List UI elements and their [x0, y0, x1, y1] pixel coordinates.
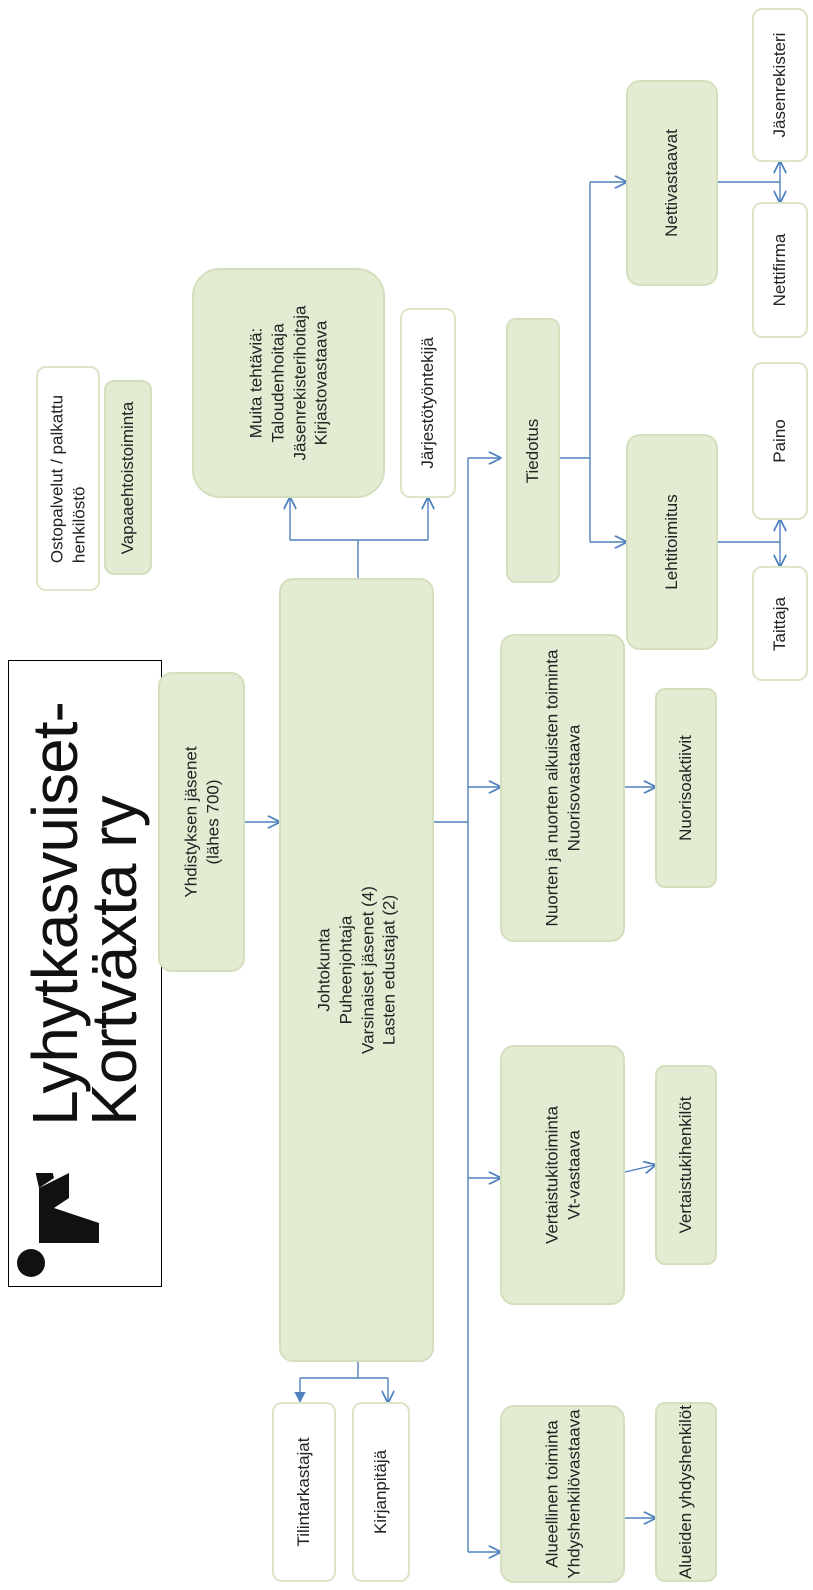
- node-youth-activists: Nuorisoaktiivit: [655, 688, 717, 888]
- node-printing-line-1: Paino: [770, 419, 790, 463]
- node-auditors-line-1: Tilintarkastajat: [294, 1437, 314, 1547]
- node-peer-support-line-2: Vt-vastaava: [563, 1130, 583, 1220]
- node-volunteer: Vapaaehtoistoiminta: [104, 380, 152, 575]
- node-youth-line-1: Nuorten ja nuorten aikuisten toiminta: [541, 649, 561, 927]
- node-regional-line-1: Alueellinen toiminta: [541, 1420, 561, 1568]
- node-magazine: Lehtitoimitus: [626, 434, 718, 650]
- node-member-registry-line-1: Jäsenrekisteri: [770, 32, 790, 138]
- node-web-company: Nettifirma: [752, 202, 808, 338]
- node-regional: Alueellinen toiminta Yhdyshenkilövastaav…: [500, 1405, 625, 1583]
- node-other-tasks-line-4: Kirjastovastaava: [311, 320, 331, 446]
- node-other-tasks: Muita tehtäviä: Taloudenhoitaja Jäsenrek…: [192, 268, 385, 498]
- node-member-registry: Jäsenrekisteri: [752, 8, 808, 162]
- node-board-line-3: Varsinaiset jäsenet (4): [357, 886, 377, 1054]
- node-members: Yhdistyksen jäsenet (lähes 700): [158, 672, 245, 972]
- organization-logo: Lyhytkasvuiset- Kortväxta ry: [8, 660, 162, 1287]
- node-other-tasks-line-3: Jäsenrekisterihoitaja: [289, 305, 309, 461]
- node-other-tasks-line-2: Taloudenhoitaja: [267, 323, 287, 443]
- node-board-line-2: Puheenjohtaja: [335, 915, 355, 1025]
- node-regional-line-2: Yhdyshenkilövastaava: [563, 1409, 583, 1579]
- node-peer-persons-line-1: Vertaistukihenkilöt: [676, 1096, 696, 1234]
- node-other-tasks-line-1: Muita tehtäviä:: [246, 327, 265, 439]
- node-magazine-line-1: Lehtitoimitus: [662, 494, 682, 590]
- node-board-line-1: Johtokunta: [314, 928, 333, 1012]
- node-peer-support: Vertaistukitoiminta Vt-vastaava: [500, 1045, 625, 1305]
- node-organizer: Järjestötyöntekijä: [400, 308, 456, 498]
- node-youth-line-2: Nuorisovastaava: [563, 724, 583, 852]
- node-board-line-4: Lasten edustajat (2): [379, 894, 399, 1046]
- node-layout-line-1: Taittaja: [770, 596, 790, 651]
- logo-line-2: Kortväxta ry: [78, 795, 150, 1126]
- logo-line-1: Lyhytkasvuiset-: [19, 701, 92, 1126]
- node-youth: Nuorten ja nuorten aikuisten toiminta Nu…: [500, 634, 625, 942]
- node-outsourced-line-1: Ostopalvelut / palkattu: [47, 394, 67, 563]
- node-web-company-line-1: Nettifirma: [770, 233, 790, 307]
- node-regional-contacts-line-1: Alueiden yhdyshenkilöt: [676, 1405, 696, 1579]
- node-web-managers-line-1: Nettivastaavat: [662, 129, 682, 237]
- connector-peer-persons: [624, 1165, 655, 1172]
- node-youth-activists-line-1: Nuorisoaktiivit: [676, 735, 696, 841]
- node-bookkeeper-line-1: Kirjanpitäjä: [371, 1449, 391, 1535]
- person-figure-icon: [17, 1173, 99, 1277]
- node-communication: Tiedotus: [506, 318, 560, 583]
- node-web-managers: Nettivastaavat: [626, 80, 718, 286]
- node-regional-contacts: Alueiden yhdyshenkilöt: [655, 1402, 717, 1582]
- node-organizer-line-1: Järjestötyöntekijä: [418, 337, 438, 469]
- node-auditors: Tilintarkastajat: [272, 1402, 336, 1582]
- node-members-line-1: Yhdistyksen jäsenet: [180, 746, 200, 898]
- node-volunteer-line-1: Vapaaehtoistoiminta: [118, 401, 138, 554]
- node-peer-support-line-1: Vertaistukitoiminta: [541, 1106, 561, 1244]
- node-outsourced-line-2: henkilöstö: [69, 486, 88, 563]
- node-peer-persons: Vertaistukihenkilöt: [655, 1065, 717, 1265]
- node-bookkeeper: Kirjanpitäjä: [352, 1402, 410, 1582]
- node-outsourced: Ostopalvelut / palkattu henkilöstö: [36, 366, 100, 591]
- node-printing: Paino: [752, 362, 808, 520]
- node-board: Johtokunta Puheenjohtaja Varsinaiset jäs…: [279, 578, 434, 1362]
- node-members-line-2: (lähes 700): [202, 779, 222, 865]
- node-layout: Taittaja: [752, 566, 808, 681]
- node-communication-line-1: Tiedotus: [523, 418, 543, 483]
